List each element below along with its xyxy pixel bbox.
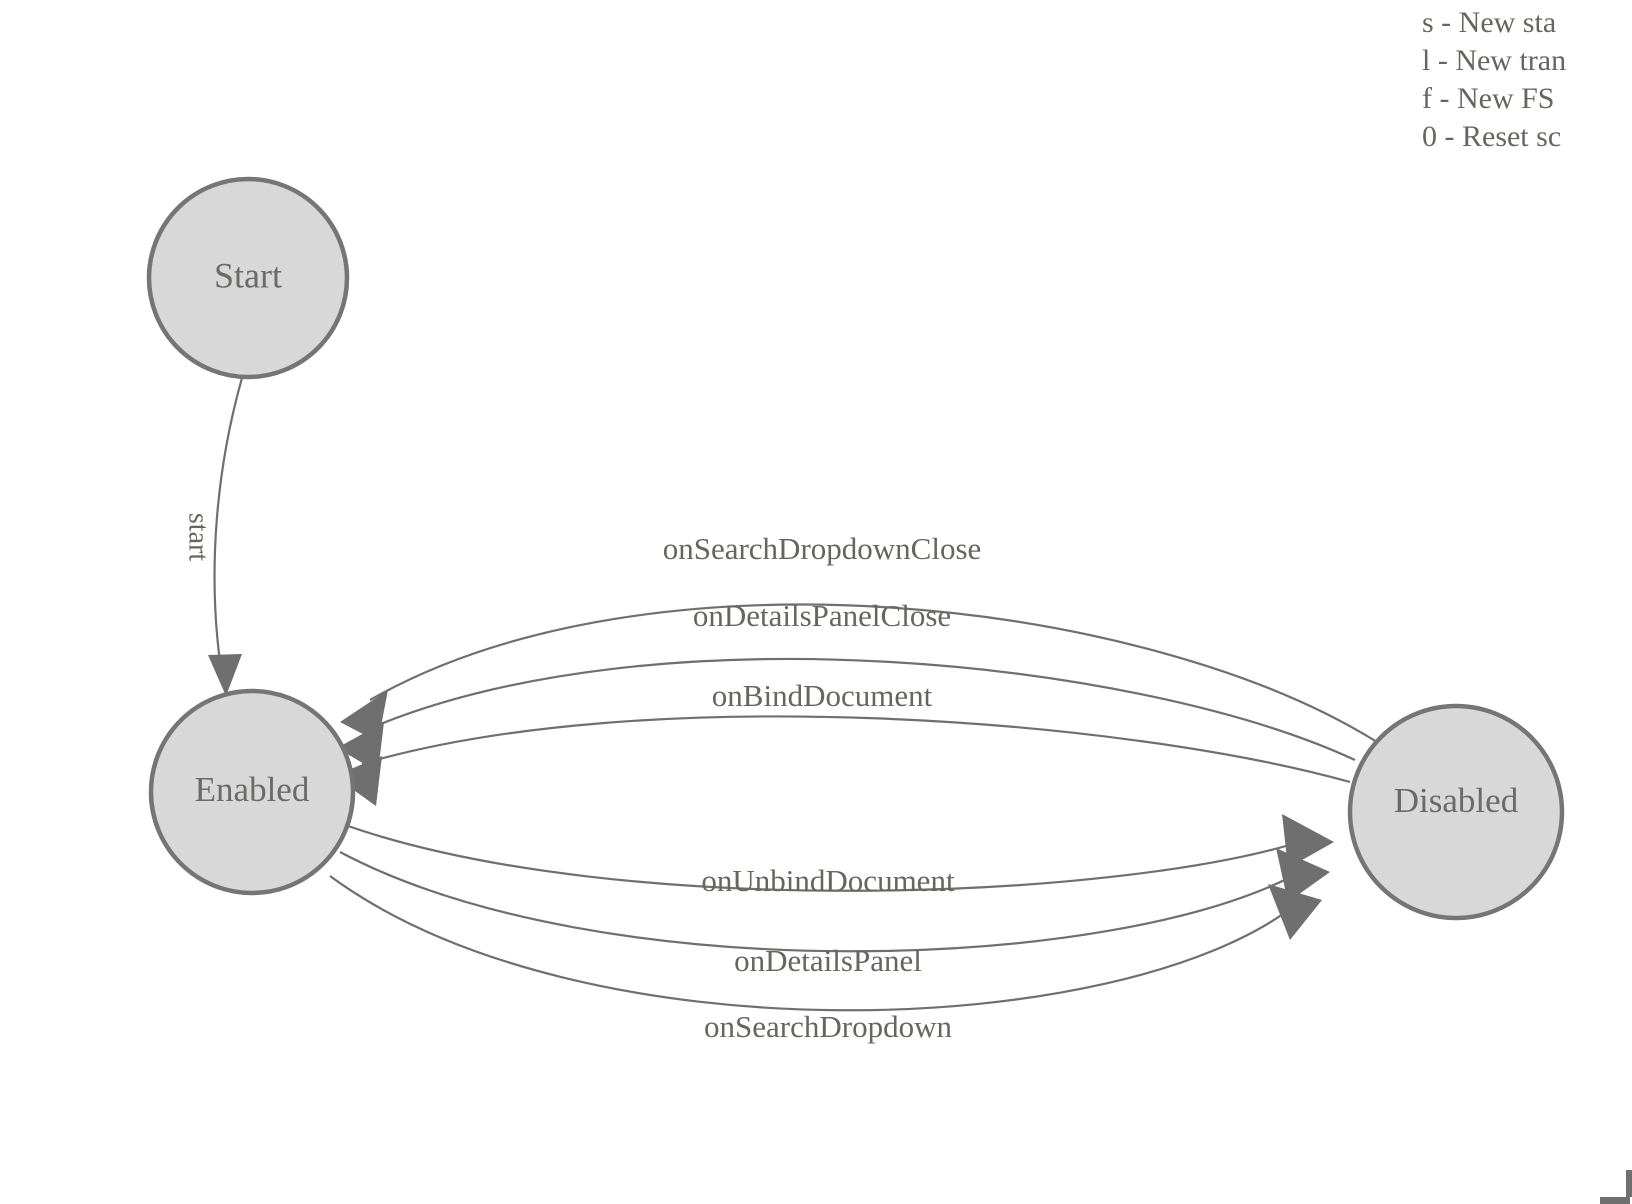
state-node-start[interactable]: Start	[146, 176, 350, 380]
transition-arrowhead	[208, 654, 242, 696]
transition-label-onbinddocument: onBindDocument	[712, 678, 933, 713]
transition-onbinddocument[interactable]	[334, 715, 1351, 806]
state-label: Start	[214, 255, 282, 295]
transition-start-to-enabled[interactable]	[208, 377, 244, 696]
state-circle	[148, 688, 356, 896]
transition-label-onunbinddocument: onUnbindDocument	[701, 863, 955, 898]
transition-label-ondetailspanel: onDetailsPanel	[734, 943, 922, 978]
transition-arrowhead	[1282, 814, 1334, 868]
transition-onunbinddocument[interactable]	[347, 814, 1334, 892]
state-circle	[146, 176, 350, 380]
horizontal-scrollbar[interactable]	[1600, 1197, 1630, 1204]
transition-onsearchdropdown[interactable]	[329, 875, 1322, 1012]
state-node-enabled[interactable]: Enabled	[148, 688, 356, 896]
transition-edge-path	[347, 824, 1307, 892]
transition-label-onsearchdropdown: onSearchDropdown	[704, 1009, 952, 1044]
transition-ondetailspanelclose[interactable]	[337, 657, 1356, 772]
transition-edge-path	[213, 377, 244, 663]
scrollbar-corner[interactable]	[1598, 1170, 1632, 1204]
vertical-scrollbar[interactable]	[1626, 1170, 1632, 1197]
transition-arrowhead	[1276, 848, 1330, 902]
transition-edge-path	[339, 851, 1301, 953]
transition-arrowhead	[337, 722, 384, 772]
state-circle	[1347, 703, 1565, 921]
transition-arrowhead	[1268, 884, 1322, 940]
transition-edge-path	[329, 875, 1295, 1012]
transition-edge-path	[365, 657, 1356, 761]
transition-ondetailspanel[interactable]	[339, 848, 1330, 953]
transition-label-onsearchdropdownclose: onSearchDropdownClose	[663, 531, 982, 566]
state-node-disabled[interactable]: Disabled	[1347, 703, 1565, 921]
state-label: Enabled	[195, 770, 310, 809]
transition-label-ondetailspanelclose: onDetailsPanelClose	[693, 598, 951, 633]
transition-edge-path	[369, 603, 1378, 743]
transition-edge-path	[361, 715, 1351, 784]
transition-label-start: start	[183, 513, 214, 561]
state-label: Disabled	[1394, 781, 1519, 820]
transition-arrowhead	[334, 756, 382, 806]
